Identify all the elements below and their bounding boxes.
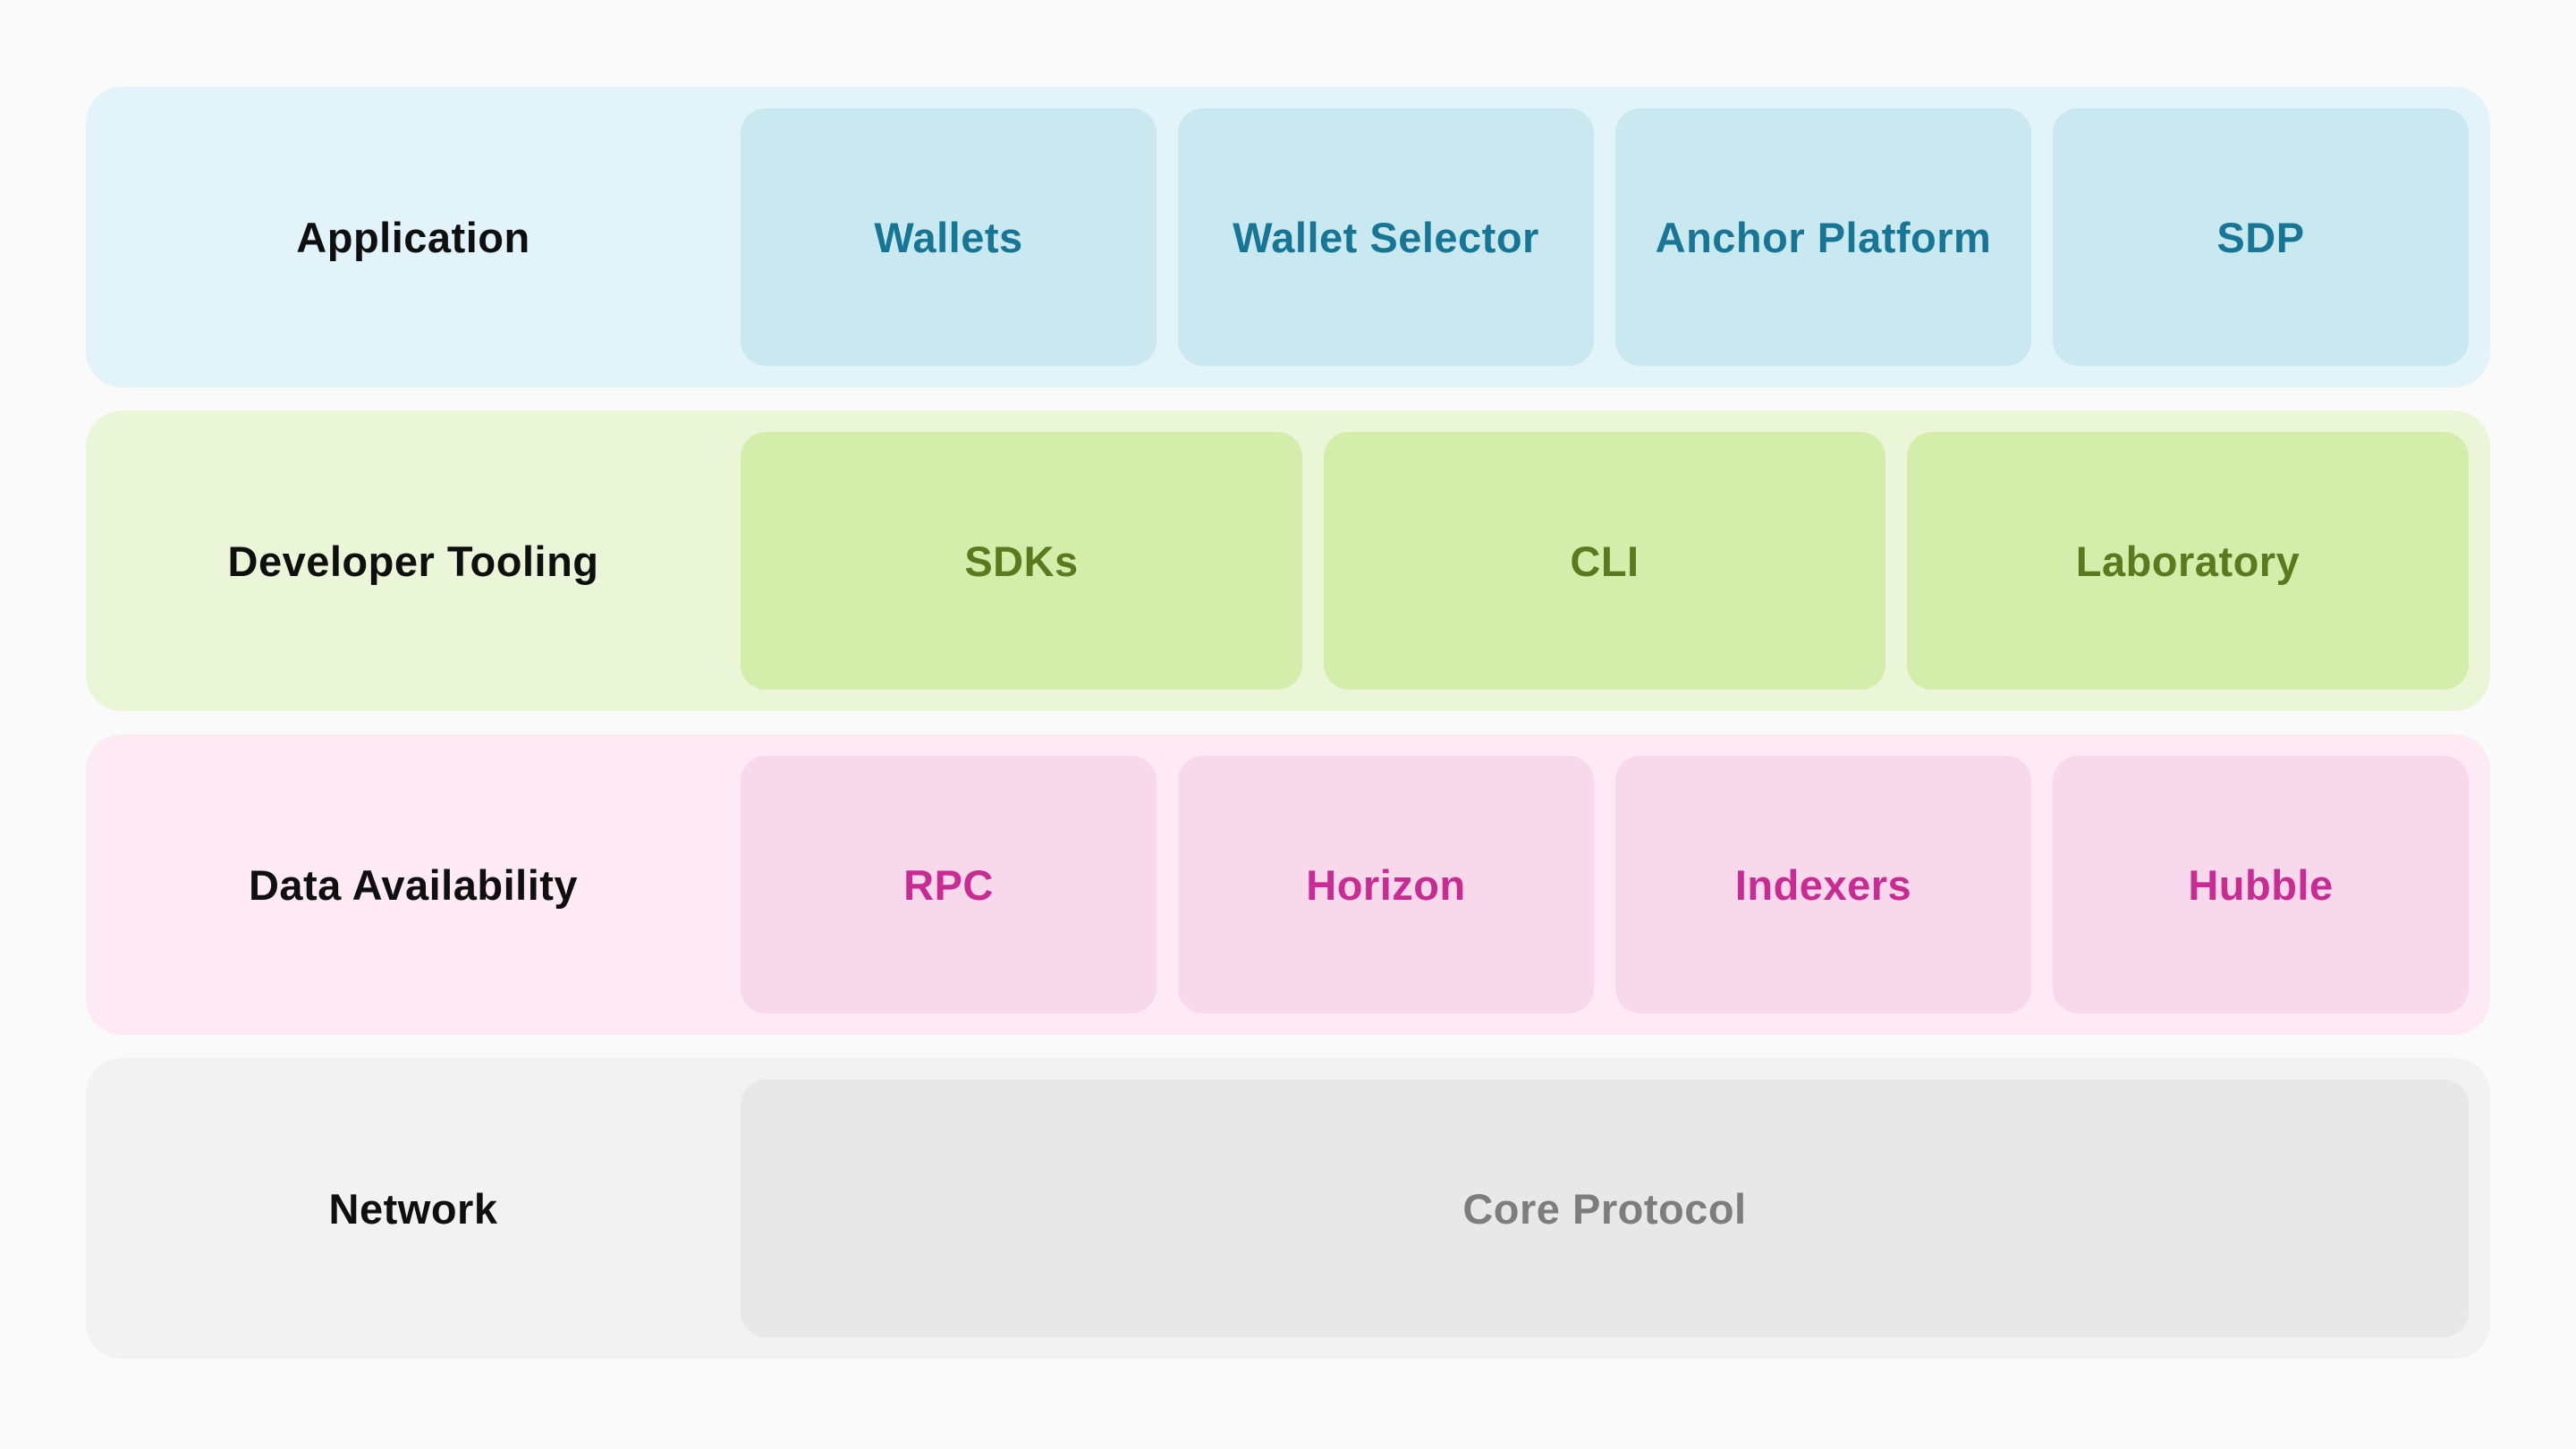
- tile-core-protocol[interactable]: Core Protocol: [741, 1080, 2469, 1337]
- tile-laboratory[interactable]: Laboratory: [1907, 432, 2469, 690]
- developer-tooling-tiles: SDKs CLI Laboratory: [741, 411, 2490, 711]
- data-availability-tiles: RPC Horizon Indexers Hubble: [741, 734, 2490, 1035]
- tile-wallets[interactable]: Wallets: [741, 108, 1157, 366]
- tile-anchor-platform[interactable]: Anchor Platform: [1615, 108, 2031, 366]
- layer-row-data-availability: Data Availability RPC Horizon Indexers H…: [86, 734, 2490, 1035]
- layer-row-application: Application Wallets Wallet Selector Anch…: [86, 87, 2490, 387]
- layer-row-developer-tooling: Developer Tooling SDKs CLI Laboratory: [86, 411, 2490, 711]
- tile-horizon[interactable]: Horizon: [1178, 756, 1594, 1013]
- tile-rpc[interactable]: RPC: [741, 756, 1157, 1013]
- tile-indexers[interactable]: Indexers: [1615, 756, 2031, 1013]
- tile-hubble[interactable]: Hubble: [2053, 756, 2469, 1013]
- layer-label-data-availability: Data Availability: [248, 860, 579, 909]
- application-tiles: Wallets Wallet Selector Anchor Platform …: [741, 87, 2490, 387]
- layer-label-network: Network: [328, 1184, 498, 1233]
- architecture-stack-diagram: Application Wallets Wallet Selector Anch…: [86, 87, 2490, 1359]
- tile-sdks[interactable]: SDKs: [741, 432, 1302, 690]
- layer-label-developer-tooling: Developer Tooling: [227, 537, 599, 585]
- layer-label-application: Application: [296, 213, 530, 261]
- tile-cli[interactable]: CLI: [1324, 432, 1885, 690]
- tile-wallet-selector[interactable]: Wallet Selector: [1178, 108, 1594, 366]
- layer-row-network: Network Core Protocol: [86, 1058, 2490, 1359]
- network-tiles: Core Protocol: [741, 1058, 2490, 1359]
- tile-sdp[interactable]: SDP: [2053, 108, 2469, 366]
